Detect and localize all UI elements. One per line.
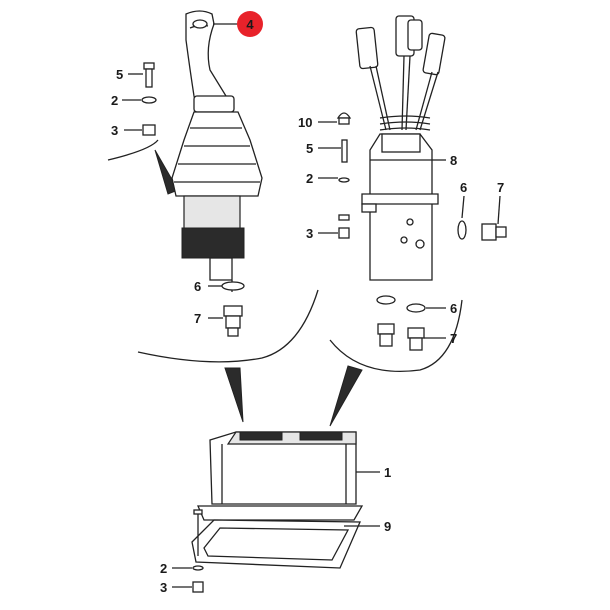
- bolt-icon: [336, 112, 352, 239]
- callout-7-right-upper[interactable]: 7: [497, 180, 504, 195]
- callout-5-left[interactable]: 5: [116, 67, 123, 82]
- control-box-icon: [197, 431, 364, 521]
- washer-icon: [141, 96, 157, 104]
- callout-8[interactable]: 8: [450, 153, 457, 168]
- highlight-callout-circle[interactable]: [237, 11, 263, 37]
- callout-3-right[interactable]: 3: [306, 226, 313, 241]
- detail-callout-arcs: [107, 139, 463, 427]
- callout-2-base[interactable]: 2: [160, 561, 167, 576]
- joystick-handle-icon: [171, 10, 263, 292]
- callout-3-left[interactable]: 3: [111, 123, 118, 138]
- callout-4[interactable]: 4: [246, 17, 254, 32]
- lever-valve-icon: [355, 15, 446, 281]
- callout-7-right-lower[interactable]: 7: [450, 331, 457, 346]
- callout-6-right-upper[interactable]: 6: [460, 180, 467, 195]
- callout-2-left[interactable]: 2: [111, 93, 118, 108]
- callout-9[interactable]: 9: [384, 519, 391, 534]
- callout-5-right[interactable]: 5: [306, 141, 313, 156]
- callout-7-left[interactable]: 7: [194, 311, 201, 326]
- callout-6-right-lower[interactable]: 6: [450, 301, 457, 316]
- callout-2-right[interactable]: 2: [306, 171, 313, 186]
- gasket-icon: [191, 519, 361, 569]
- callout-3-base[interactable]: 3: [160, 580, 167, 595]
- fitting-icon: [221, 281, 245, 337]
- bolt-icon: [192, 509, 204, 593]
- callout-1[interactable]: 1: [384, 465, 391, 480]
- callout-10[interactable]: 10: [298, 115, 312, 130]
- nut-icon: [142, 124, 156, 136]
- bolt-icon: [143, 62, 155, 88]
- fitting-icon: [376, 220, 507, 351]
- callout-6-left[interactable]: 6: [194, 279, 201, 294]
- leader-lines: [122, 23, 501, 588]
